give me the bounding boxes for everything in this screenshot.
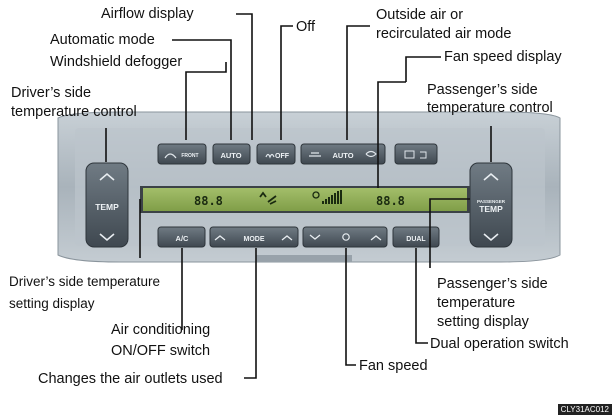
label-windshield-defogger: Windshield defogger: [50, 54, 183, 70]
passenger-temp-down-icon: [483, 233, 499, 242]
label-fan-speed: Fan speed: [359, 358, 428, 374]
driver-temp-readout: 88.8: [194, 194, 223, 208]
label-passengers-setting-display-2: temperature: [437, 295, 516, 311]
auto-button[interactable]: [212, 143, 251, 165]
passenger-temp-readout: 88.8: [376, 194, 405, 208]
panel-slot: [256, 255, 352, 262]
mode-up-icon: [214, 235, 226, 241]
fan-speed-rocker[interactable]: [302, 226, 388, 248]
passenger-temp-label: TEMP: [479, 204, 503, 214]
mode-button[interactable]: [209, 226, 299, 248]
fan-display-icon: [312, 191, 320, 199]
label-outside-air-1: Outside air or: [376, 7, 464, 23]
label-airflow-display: Airflow display: [101, 6, 194, 22]
dual-button[interactable]: [392, 226, 440, 248]
front-label: FRONT: [181, 153, 198, 159]
passenger-small-label: PASSENGER: [477, 199, 506, 204]
off-label: OFF: [275, 153, 290, 160]
windshield-icon: [164, 153, 177, 159]
label-passengers-setting-display-3: setting display: [437, 314, 529, 330]
temp-up-icon: [99, 172, 115, 181]
mode-label: MODE: [244, 236, 265, 243]
passenger-temp-up-icon: [483, 172, 499, 181]
driver-temp-label: TEMP: [95, 202, 119, 212]
lcd-display: [143, 188, 467, 211]
fan-icon: [265, 153, 275, 159]
label-passengers-temp-control-1: Passenger’s side: [427, 82, 538, 98]
rear-defogger-button[interactable]: [394, 143, 438, 165]
label-off: Off: [296, 19, 316, 35]
auto-label: AUTO: [220, 151, 241, 160]
label-passengers-setting-display-1: Passenger’s side: [437, 276, 548, 292]
rear-window-icon: [404, 150, 415, 159]
temp-down-icon: [99, 233, 115, 242]
air-intake-button[interactable]: [300, 143, 386, 165]
mode-chevron-icon: [281, 235, 293, 241]
recirculate-icon: [365, 150, 377, 158]
fan-speed-icon: [342, 233, 350, 241]
fan-up-icon: [370, 235, 382, 241]
leader-lines: [105, 13, 492, 379]
label-ac-switch-2: ON/OFF switch: [111, 343, 211, 359]
label-drivers-temp-control-2: temperature control: [11, 104, 137, 120]
image-code: CLY31AC012: [557, 404, 612, 415]
outside-air-icon: [309, 152, 321, 157]
airflow-display-icon: [259, 191, 277, 205]
mirror-icon: [420, 151, 427, 159]
label-outside-air-2: recirculated air mode: [376, 26, 512, 42]
fan-down-icon: [309, 234, 321, 240]
ac-button[interactable]: [157, 226, 206, 248]
label-passengers-temp-control-2: temperature control: [427, 100, 553, 116]
label-automatic-mode: Automatic mode: [50, 32, 155, 48]
front-defogger-button[interactable]: [157, 143, 207, 165]
label-dual-switch: Dual operation switch: [430, 336, 569, 352]
label-fan-speed-display: Fan speed display: [444, 49, 562, 65]
label-drivers-setting-display-1: Driver’s side temperature: [9, 274, 161, 289]
fan-speed-bars: [322, 190, 342, 204]
label-ac-switch-1: Air conditioning: [111, 322, 211, 338]
ac-label: A/C: [176, 234, 190, 243]
driver-temp-rocker[interactable]: [85, 162, 129, 248]
auto-intake-label: AUTO: [332, 151, 353, 160]
label-drivers-temp-control-1: Driver’s side: [11, 85, 92, 101]
label-air-outlets: Changes the air outlets used: [38, 371, 223, 387]
dual-label: DUAL: [406, 236, 426, 243]
off-button[interactable]: [256, 143, 296, 165]
label-drivers-setting-display-2: setting display: [9, 296, 95, 311]
